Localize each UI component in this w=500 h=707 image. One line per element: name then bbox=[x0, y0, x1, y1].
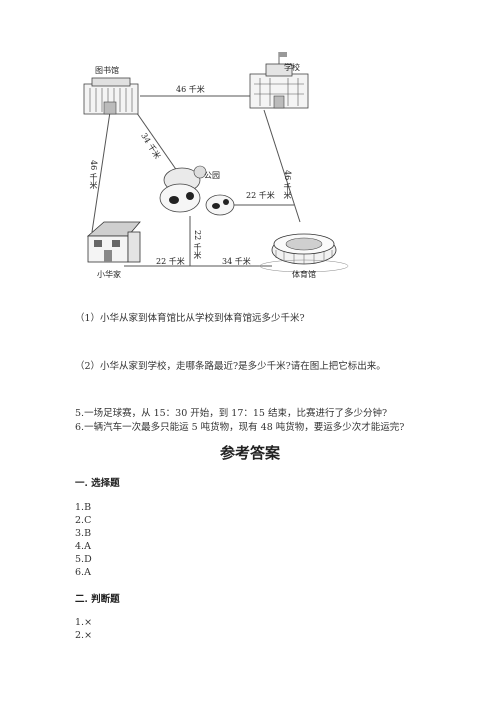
dist-park-stadium: 22 千米 bbox=[246, 191, 275, 200]
choice-answer: 2.C bbox=[75, 515, 92, 526]
question-1: （1）小华从家到体育馆比从学校到体育馆远多少千米? bbox=[75, 313, 305, 324]
label-school: 学校 bbox=[284, 63, 300, 72]
label-stadium: 体育馆 bbox=[292, 270, 316, 279]
section-judge-title: 二. 判断题 bbox=[75, 594, 120, 605]
judge-answer: 2.× bbox=[75, 630, 93, 641]
dist-park-junction: 22 千米 bbox=[193, 230, 202, 259]
choice-answer: 1.B bbox=[75, 502, 92, 513]
section-choice-title: 一. 选择题 bbox=[75, 478, 120, 489]
label-library: 图书馆 bbox=[95, 66, 119, 75]
question-2: （2）小华从家到学校，走哪条路最近?是多少千米?请在图上把它标出来。 bbox=[75, 361, 386, 372]
road-library-home bbox=[91, 111, 111, 233]
route-lines bbox=[83, 52, 349, 273]
answers-title: 参考答案 bbox=[219, 444, 280, 462]
school-building bbox=[249, 52, 309, 109]
dist-library-school: 46 千米 bbox=[176, 85, 205, 94]
home-house bbox=[86, 221, 141, 263]
route-map: 图书馆 学校 公园 小华家 体育馆 46 千米 34 千米 46 千米 46 千… bbox=[0, 0, 500, 290]
choice-answer: 6.A bbox=[75, 567, 91, 578]
dist-school-stadium: 46 千米 bbox=[283, 170, 292, 199]
park-illustration bbox=[159, 165, 235, 216]
label-home: 小华家 bbox=[97, 270, 121, 279]
judge-answer: 1.× bbox=[75, 617, 93, 628]
question-5: 5.一场足球赛，从 15：30 开始，到 17：15 结束，比赛进行了多少分钟? bbox=[75, 408, 388, 419]
dist-library-home: 46 千米 bbox=[89, 160, 98, 189]
label-park: 公园 bbox=[204, 171, 220, 180]
library-building bbox=[83, 77, 139, 115]
dist-junction-stadium: 34 千米 bbox=[222, 257, 251, 266]
choice-answer: 4.A bbox=[75, 541, 91, 552]
road-school-stadium bbox=[263, 109, 301, 223]
choice-answer: 5.D bbox=[75, 554, 92, 565]
dist-home-junction: 22 千米 bbox=[156, 257, 185, 266]
stadium-building bbox=[259, 233, 349, 273]
road-library-park bbox=[131, 105, 183, 179]
choice-answer: 3.B bbox=[75, 528, 92, 539]
question-6: 6.一辆汽车一次最多只能运 5 吨货物，现有 48 吨货物，要运多少次才能运完? bbox=[75, 422, 405, 433]
